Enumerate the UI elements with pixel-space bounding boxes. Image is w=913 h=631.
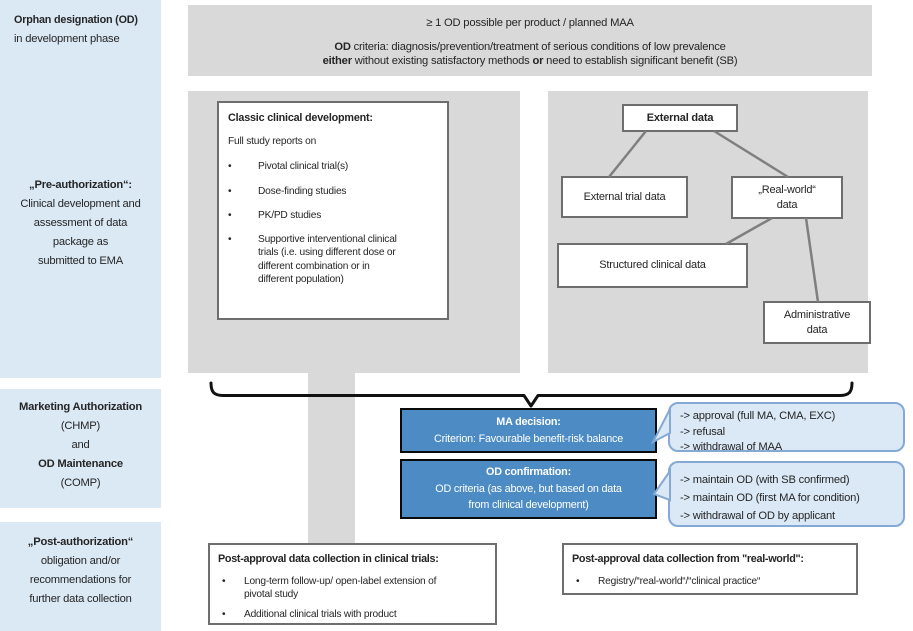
label-ma-line5: (COMP): [60, 477, 101, 489]
classic-item-4: Supportive interventional clinical trial…: [258, 234, 397, 285]
bullet-icon: •: [222, 576, 226, 588]
label-pre-authorization-title: „Pre-authorization“:: [29, 179, 132, 191]
banner-line3-bold2: or: [532, 55, 544, 68]
sidebar-phase-post-authorization: [0, 522, 161, 631]
label-ma-line2: (CHMP): [60, 420, 101, 432]
list-item: • Registry/“real-world“/“clinical practic…: [572, 575, 848, 588]
banner-line3-rest: need to establish significant benefit (S…: [543, 55, 738, 68]
administrative-data-label: Administrative data: [783, 309, 851, 336]
banner-line3: either without existing satisfactory met…: [188, 54, 872, 69]
list-item: • Additional clinical trials with product: [218, 608, 487, 621]
post-left-title: Post-approval data collection in clinica…: [218, 553, 439, 565]
banner-line3-mid: without existing satisfactory methods: [351, 55, 533, 68]
label-post-auth-body: obligation and/or recommendations for fu…: [29, 555, 132, 605]
od-outcome-3: -> withdrawal of OD by applicant: [680, 510, 835, 522]
label-pre-authorization-body: Clinical development and assessment of d…: [20, 198, 141, 267]
label-post-authorization: „Post-authorization“ obligation and/or r…: [0, 533, 161, 609]
ma-outcome-3: -> withdrawal of MAA: [680, 441, 783, 453]
label-marketing-authorization: Marketing Authorization (CHMP) and OD Ma…: [0, 398, 161, 493]
ma-outcomes-callout: -> approval (full MA, CMA, EXC) -> refus…: [668, 402, 905, 453]
od-criteria-banner: ≥ 1 OD possible per product / planned MA…: [188, 5, 872, 76]
classic-clinical-development-box: Classic clinical development: Full study…: [217, 101, 449, 320]
label-pre-authorization: „Pre-authorization“: Clinical developmen…: [0, 176, 161, 271]
od-outcome-2: -> maintain OD (first MA for condition): [680, 492, 860, 504]
banner-line2-rest: criteria: diagnosis/prevention/treatment…: [350, 40, 726, 53]
ma-decision-body: Criterion: Favourable benefit-risk balan…: [433, 432, 624, 445]
bullet-icon: •: [222, 608, 226, 620]
label-ma-line1: Marketing Authorization: [18, 401, 143, 413]
post-approval-clinical-trials-box: Post-approval data collection in clinica…: [208, 543, 497, 625]
post-right-item-1: Registry/“real-world“/“clinical practice…: [598, 576, 761, 588]
list-item: • Pivotal clinical trial(s): [228, 160, 438, 173]
administrative-data-box: Administrative data: [763, 301, 871, 344]
banner-line2-bold: OD: [334, 40, 351, 53]
od-outcomes-callout: -> maintain OD (with SB confirmed) -> ma…: [668, 461, 905, 527]
ma-outcome-2: -> refusal: [680, 425, 725, 438]
external-data-root-box: External data: [622, 104, 738, 132]
structured-clinical-data-box: Structured clinical data: [557, 243, 748, 288]
classic-item-1: Pivotal clinical trial(s): [258, 161, 349, 173]
banner-line2: OD criteria: diagnosis/prevention/treatm…: [188, 40, 872, 55]
label-orphan-designation-sub: in development phase: [14, 33, 120, 45]
list-item: • Long-term follow-up/ open-label extensi…: [218, 575, 487, 602]
banner-line1: ≥ 1 OD possible per product / planned MA…: [426, 17, 634, 29]
label-post-auth-title: „Post-authorization“: [27, 536, 134, 548]
post-left-item-1: Long-term follow-up/ open-label extensio…: [244, 576, 437, 601]
ma-decision-title: MA decision:: [496, 416, 561, 428]
real-world-data-box: „Real-world“ data: [731, 176, 843, 219]
list-item: • PK/PD studies: [228, 209, 438, 222]
classic-item-3: PK/PD studies: [258, 209, 322, 221]
label-orphan-designation-title: Orphan designation (OD): [14, 14, 138, 26]
post-approval-real-world-box: Post-approval data collection from "real…: [562, 543, 858, 595]
post-right-title: Post-approval data collection from "real…: [572, 553, 804, 565]
bullet-icon: •: [228, 209, 232, 221]
connector-bar: [308, 373, 355, 543]
bullet-icon: •: [228, 161, 232, 173]
classic-box-title: Classic clinical development:: [228, 112, 373, 124]
label-ma-line3: and: [71, 439, 90, 451]
od-confirmation-title: OD confirmation:: [486, 466, 571, 479]
od-confirmation-box: OD confirmation: OD criteria (as above, …: [400, 459, 657, 519]
list-item: • Dose-finding studies: [228, 185, 438, 198]
classic-box-intro: Full study reports on: [228, 136, 317, 148]
ma-decision-box: MA decision: Criterion: Favourable benef…: [400, 408, 657, 453]
external-data-label: External data: [646, 111, 714, 124]
sidebar-phase-marketing-authorization: [0, 389, 161, 508]
post-left-item-2: Additional clinical trials with product: [244, 608, 397, 620]
external-trial-data-label: External trial data: [583, 190, 666, 203]
ma-outcome-1: -> approval (full MA, CMA, EXC): [680, 410, 836, 422]
banner-line3-bold1: either: [322, 55, 352, 68]
classic-item-2: Dose-finding studies: [258, 185, 347, 197]
label-orphan-designation: Orphan designation (OD) in development p…: [14, 11, 159, 49]
od-confirmation-body: OD criteria (as above, but based on data…: [435, 482, 622, 512]
od-outcome-1: -> maintain OD (with SB confirmed): [680, 474, 850, 486]
external-trial-data-box: External trial data: [561, 176, 688, 218]
real-world-data-label: „Real-world“ data: [758, 184, 816, 211]
list-item: • Supportive interventional clinical tria…: [228, 233, 438, 286]
bullet-icon: •: [228, 234, 232, 246]
sidebar-phase-development: [0, 0, 161, 378]
label-ma-line4: OD Maintenance: [38, 458, 123, 470]
structured-clinical-data-label: Structured clinical data: [599, 259, 706, 272]
bullet-icon: •: [228, 185, 232, 197]
bullet-icon: •: [576, 576, 580, 588]
